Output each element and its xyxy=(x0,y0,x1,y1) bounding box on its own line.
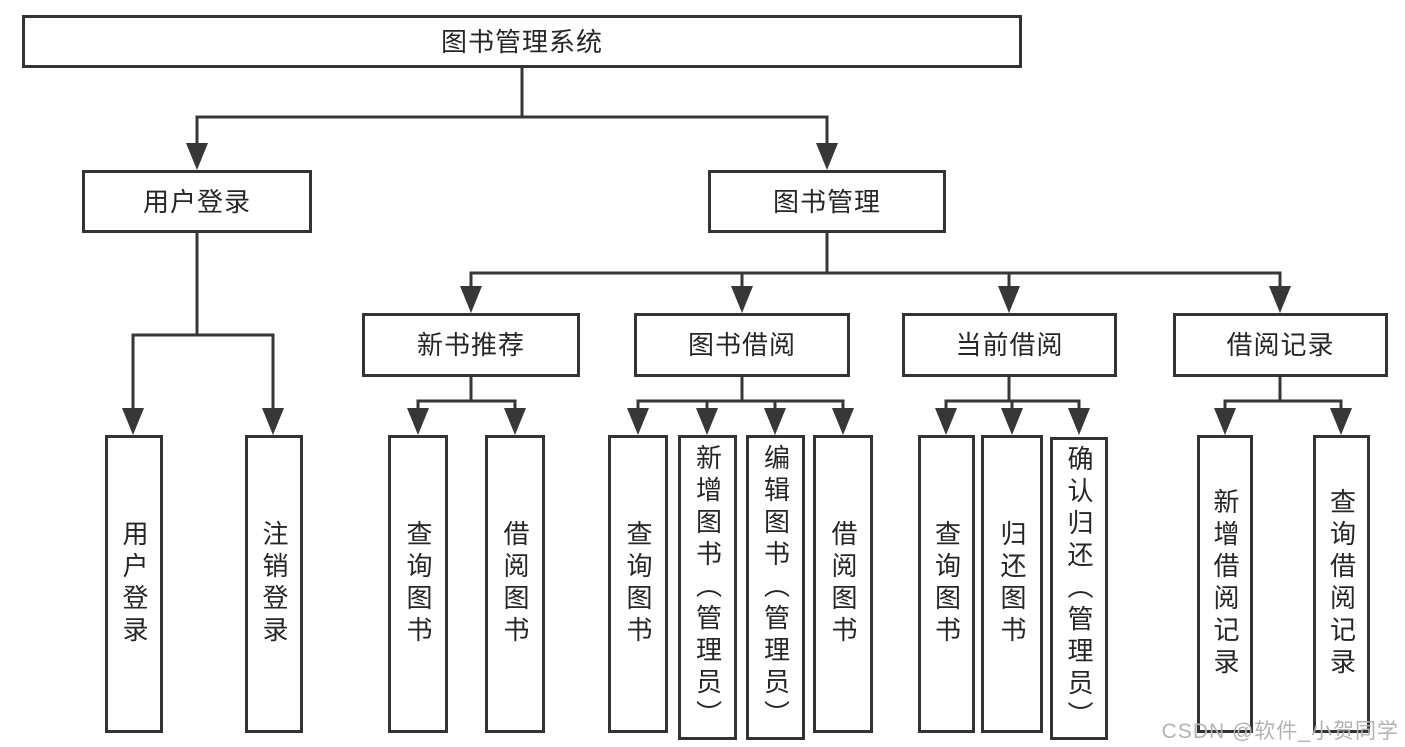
arrowhead-icon-borrowing-records-1 xyxy=(1330,408,1352,435)
node-root: 图书管理系统 xyxy=(22,15,1022,68)
arrowhead-icon-user-login-0 xyxy=(122,408,144,435)
node-leaf-query-books-current: 查询图书 xyxy=(918,435,975,733)
node-label-leaf-add-books-admin: 新增图书（管理员） xyxy=(692,443,723,732)
node-label-leaf-query-books-current: 查询图书 xyxy=(931,520,962,648)
node-leaf-query-books-borrowing: 查询图书 xyxy=(608,435,668,733)
arrowhead-icon-book-management-1 xyxy=(731,286,753,313)
arrowhead-icon-book-management-2 xyxy=(998,286,1020,313)
node-label-book-borrowing: 图书借阅 xyxy=(687,330,796,360)
node-leaf-user-login: 用户登录 xyxy=(105,435,163,733)
node-leaf-borrow-books-borrowing: 借阅图书 xyxy=(813,435,873,733)
node-label-leaf-query-books-recommend: 查询图书 xyxy=(403,520,433,648)
arrowhead-icon-current-borrowing-1 xyxy=(1001,408,1023,435)
node-leaf-query-books-recommend: 查询图书 xyxy=(388,435,448,733)
node-current-borrowing: 当前借阅 xyxy=(902,313,1117,377)
arrowhead-icon-new-book-recommend-0 xyxy=(407,408,429,435)
node-label-leaf-borrow-books-recommend: 借阅图书 xyxy=(500,520,530,648)
node-label-current-borrowing: 当前借阅 xyxy=(955,330,1064,360)
node-leaf-return-books: 归还图书 xyxy=(981,435,1043,733)
node-label-leaf-query-books-borrowing: 查询图书 xyxy=(623,520,653,648)
node-label-user-login: 用户登录 xyxy=(142,186,251,217)
arrowhead-icon-book-management-3 xyxy=(1269,286,1291,313)
arrowhead-icon-user-login-1 xyxy=(262,408,284,435)
arrowhead-icon-book-management-0 xyxy=(460,286,482,313)
arrowhead-icon-book-borrowing-1 xyxy=(696,408,718,435)
node-label-leaf-borrow-books-borrowing: 借阅图书 xyxy=(828,520,858,648)
node-label-leaf-add-borrow-record: 新增借阅记录 xyxy=(1210,488,1240,680)
arrowhead-icon-new-book-recommend-1 xyxy=(504,408,526,435)
node-leaf-add-books-admin: 新增图书（管理员） xyxy=(678,435,737,740)
arrowhead-icon-book-borrowing-2 xyxy=(764,408,786,435)
node-label-root: 图书管理系统 xyxy=(440,26,603,57)
node-book-management: 图书管理 xyxy=(708,170,946,233)
node-leaf-edit-books-admin: 编辑图书（管理员） xyxy=(746,435,805,740)
node-label-leaf-user-login: 用户登录 xyxy=(119,520,149,648)
node-leaf-borrow-books-recommend: 借阅图书 xyxy=(485,435,545,733)
arrowhead-icon-book-borrowing-3 xyxy=(832,408,854,435)
arrowhead-icon-root-1 xyxy=(816,143,838,170)
node-new-book-recommend: 新书推荐 xyxy=(362,313,580,377)
node-leaf-query-borrow-record: 查询借阅记录 xyxy=(1313,435,1370,733)
node-label-leaf-confirm-return-admin: 确认归还（管理员） xyxy=(1064,444,1094,733)
node-borrowing-records: 借阅记录 xyxy=(1173,313,1388,377)
arrowhead-icon-current-borrowing-2 xyxy=(1068,408,1090,435)
node-label-leaf-return-books: 归还图书 xyxy=(997,520,1027,648)
node-label-leaf-logout-login: 注销登录 xyxy=(259,520,289,648)
node-label-leaf-query-borrow-record: 查询借阅记录 xyxy=(1326,488,1357,680)
arrowhead-icon-current-borrowing-0 xyxy=(935,408,957,435)
arrowhead-icon-book-borrowing-0 xyxy=(627,408,649,435)
node-leaf-confirm-return-admin: 确认归还（管理员） xyxy=(1050,437,1108,740)
watermark: CSDN @软件_小贺同学 xyxy=(1161,720,1399,743)
node-label-new-book-recommend: 新书推荐 xyxy=(416,330,525,360)
node-book-borrowing: 图书借阅 xyxy=(634,313,850,377)
node-label-book-management: 图书管理 xyxy=(772,186,881,217)
node-user-login: 用户登录 xyxy=(82,170,312,233)
node-leaf-logout-login: 注销登录 xyxy=(245,435,303,733)
arrowhead-icon-root-0 xyxy=(186,143,208,170)
node-label-leaf-edit-books-admin: 编辑图书（管理员） xyxy=(760,443,791,732)
node-leaf-add-borrow-record: 新增借阅记录 xyxy=(1197,435,1253,733)
arrowhead-icon-borrowing-records-0 xyxy=(1214,408,1236,435)
node-label-borrowing-records: 借阅记录 xyxy=(1226,330,1335,360)
